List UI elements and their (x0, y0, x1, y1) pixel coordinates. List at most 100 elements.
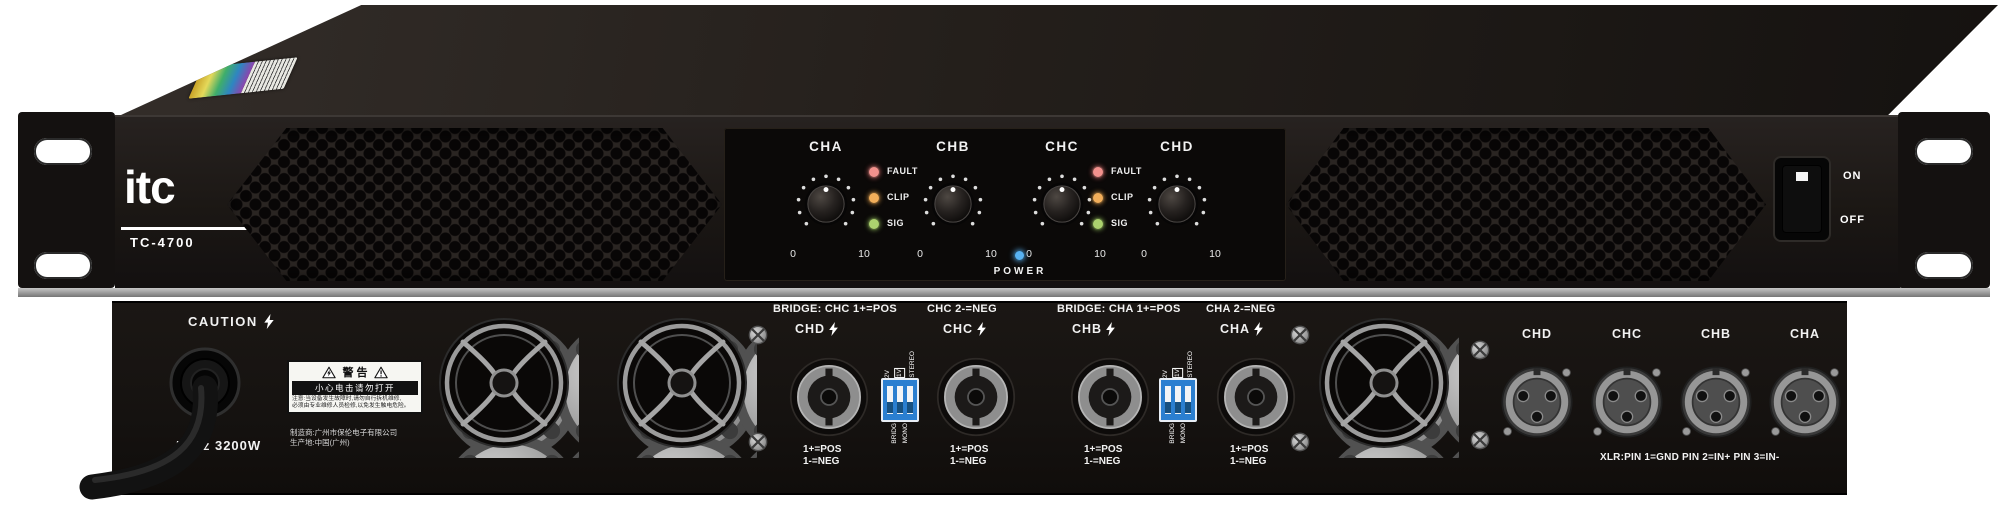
xlr-connector-chb (1677, 363, 1755, 441)
xlr-connector-cha (1766, 363, 1844, 441)
mounting-hole (1915, 252, 1973, 279)
manufacturer-info: 制造商:广州市保伦电子有限公司 生产地:中国(广州) (290, 428, 397, 447)
xlr-connector-chc (1588, 363, 1666, 441)
knob-scale-min: 0 (917, 248, 923, 260)
speakon-connector-chb (1070, 357, 1150, 437)
power-switch-rocker[interactable] (1782, 165, 1822, 233)
clip-led (868, 192, 880, 204)
gain-knob-cha[interactable] (794, 172, 858, 236)
dip-slider[interactable] (907, 386, 913, 414)
screw (748, 325, 768, 345)
speakon-label-chc: CHC (943, 322, 986, 336)
dip-slider[interactable] (887, 386, 893, 414)
channel-label-chb: CHB (936, 139, 970, 154)
pin-labels-chd: 1+=POS 1-=NEG (803, 444, 842, 467)
fault-led-label: FAULT (887, 166, 918, 176)
signal-led (868, 218, 880, 230)
speakon-connector-chc (936, 357, 1016, 437)
xlr-label-chc: CHC (1611, 327, 1643, 341)
xlr-label-chb: CHB (1700, 327, 1732, 341)
gain-knob-chb[interactable] (921, 172, 985, 236)
fault-led (868, 166, 880, 178)
speakon-connector-cha (1216, 357, 1296, 437)
xlr-connector-chd (1498, 363, 1576, 441)
bridge-label-group2-left: BRIDGE: CHA 1+=POS (1057, 303, 1181, 315)
pin-labels-chb: 1+=POS 1-=NEG (1084, 444, 1123, 467)
power-switch-indicator (1796, 172, 1808, 181)
dip-slider[interactable] (1185, 386, 1191, 414)
gain-knob-chc[interactable] (1030, 172, 1094, 236)
warning-sticker: 警 告 小心电击请勿打开 注意:当设备发生故障时,请勿自行拆机维修, 必须由专业… (287, 360, 423, 414)
chassis-top (121, 5, 1998, 115)
bridge-label-group2-right: CHA 2-=NEG (1206, 303, 1276, 315)
speakon-label-chb: CHB (1072, 322, 1115, 336)
cooling-fan-2 (607, 308, 757, 458)
warning-note-line1: 注意:当设备发生故障时,请勿自行拆机维修, (292, 396, 402, 402)
xlr-label-cha: CHA (1789, 327, 1821, 341)
fault-led-label: FAULT (1111, 166, 1142, 176)
speakon-label-cha: CHA (1220, 322, 1263, 336)
knob-scale-max: 10 (1094, 248, 1106, 260)
warning-note-line2: 必须由专业维修人员检修,以免发生触电危险。 (292, 403, 410, 409)
chassis-bottom-trim (18, 288, 1990, 297)
rack-ear-right (1898, 112, 1990, 288)
screw (1470, 430, 1490, 450)
power-cable (79, 347, 241, 500)
grille-left (227, 128, 722, 281)
mounting-hole (34, 138, 92, 165)
lightning-icon (829, 322, 838, 336)
screw (1290, 325, 1310, 345)
mounting-hole (1915, 138, 1973, 165)
knob-scale-max: 10 (985, 248, 997, 260)
dip-body[interactable] (1159, 378, 1197, 422)
warning-title: 警 告 (342, 367, 368, 379)
fault-led (1092, 166, 1104, 178)
grille-right (1286, 128, 1766, 281)
model-number: TC-4700 (130, 235, 195, 250)
exclamation-triangle-icon (374, 366, 388, 379)
warning-subtitle: 小心电击请勿打开 (292, 381, 418, 395)
brand-logo: itc (124, 161, 176, 213)
cooling-fan-1 (429, 308, 579, 458)
power-led-label: POWER (993, 266, 1047, 277)
rack-ear-left (18, 112, 115, 288)
shock-hazard-triangle-icon (322, 366, 336, 379)
speakon-connector-chd (789, 357, 869, 437)
gain-knob-chd[interactable] (1145, 172, 1209, 236)
screw (1290, 432, 1310, 452)
dip-body[interactable] (881, 378, 919, 422)
knob-scale-min: 0 (1026, 248, 1032, 260)
clip-led-label: CLIP (1111, 192, 1134, 202)
mode-dip-switch-1[interactable]: 2V 1V STEREO BRIDG MONO (878, 351, 922, 445)
bridge-label-group1-left: BRIDGE: CHC 1+=POS (773, 303, 897, 315)
knob-scale-max: 10 (1209, 248, 1221, 260)
channel-label-cha: CHA (809, 139, 843, 154)
power-led (1014, 250, 1025, 261)
bridge-label-group1-right: CHC 2-=NEG (927, 303, 997, 315)
screw (1470, 340, 1490, 360)
xlr-pinout-note: XLR:PIN 1=GND PIN 2=IN+ PIN 3=IN- (1600, 452, 1780, 463)
channel-label-chc: CHC (1045, 139, 1079, 154)
signal-led-label: SIG (1111, 218, 1129, 228)
knob-scale-min: 0 (790, 248, 796, 260)
dip-slider[interactable] (897, 386, 903, 414)
clip-led-label: CLIP (887, 192, 910, 202)
dip-slider[interactable] (1165, 386, 1171, 414)
pin-labels-chc: 1+=POS 1-=NEG (950, 444, 989, 467)
dip-slider[interactable] (1175, 386, 1181, 414)
manufacturer-line2: 生产地:中国(广州) (290, 437, 350, 447)
caution-label: CAUTION (188, 314, 274, 329)
switch-on-label: ON (1843, 170, 1862, 182)
mounting-hole (34, 252, 92, 279)
clip-led (1092, 192, 1104, 204)
lightning-icon (977, 322, 986, 336)
power-switch[interactable] (1773, 156, 1831, 242)
lightning-icon (1254, 322, 1263, 336)
caution-text: CAUTION (188, 314, 258, 329)
knob-scale-max: 10 (858, 248, 870, 260)
signal-led (1092, 218, 1104, 230)
lightning-icon (1106, 322, 1115, 336)
pin-labels-cha: 1+=POS 1-=NEG (1230, 444, 1269, 467)
mode-dip-switch-2[interactable]: 2V 1V STEREO BRIDG MONO (1156, 351, 1200, 445)
